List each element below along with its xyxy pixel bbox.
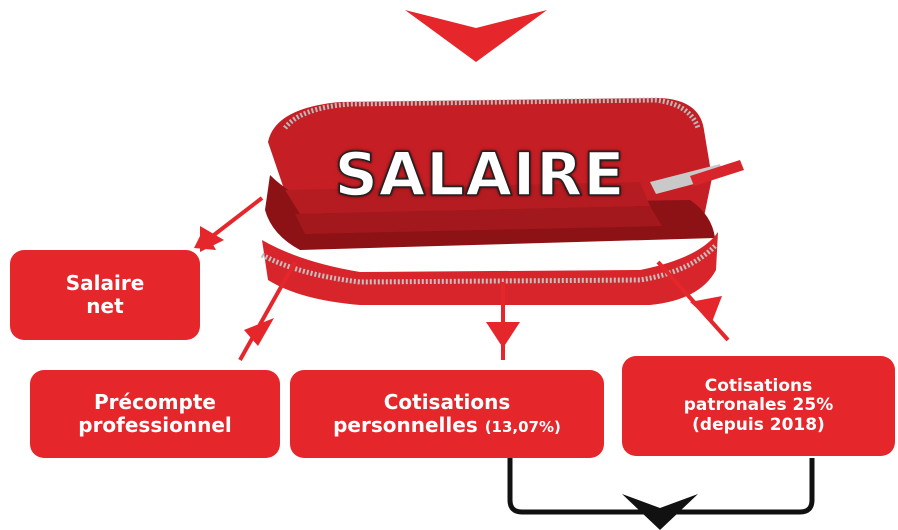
box-precompte-line2: professionnel [78,413,232,437]
bottom-down-arrow-icon [622,494,698,530]
box-precompte-line1: Précompte [94,390,216,414]
box-perso-line1: Cotisations [383,390,511,414]
arrowhead-personnelles [486,322,520,348]
arrowhead-net-2 [194,228,216,250]
return-connector [507,458,815,515]
arrowhead-precompte [244,318,274,346]
connector-precompte [238,261,297,361]
top-down-arrow-icon [405,10,547,62]
box-cotisations-personnelles: Cotisations personnelles (13,07%) [290,370,604,458]
box-perso-line2: personnelles [333,413,478,437]
box-patron-line1: Cotisations [704,375,813,396]
box-perso-rate: (13,07%) [484,418,561,436]
wallet-icon [260,97,744,305]
arrowhead-patronales [690,296,722,322]
box-salaire-net-line2: net [86,294,124,318]
box-patron-line3: (depuis 2018) [692,414,825,435]
connector-net [208,196,264,240]
diagram-title: SALAIRE [334,139,626,211]
box-cotisations-patronales: Cotisations patronales 25% (depuis 2018) [622,356,895,456]
box-salaire-net-line1: Salaire [65,271,145,295]
connector-patronales [656,260,730,342]
box-patron-line2: patronales 25% [683,395,834,416]
box-salaire-net: Salaire net [10,250,200,340]
box-precompte-professionnel: Précompte professionnel [30,370,280,458]
box-perso-line2-wrap: personnelles (13,07%) [333,414,561,437]
